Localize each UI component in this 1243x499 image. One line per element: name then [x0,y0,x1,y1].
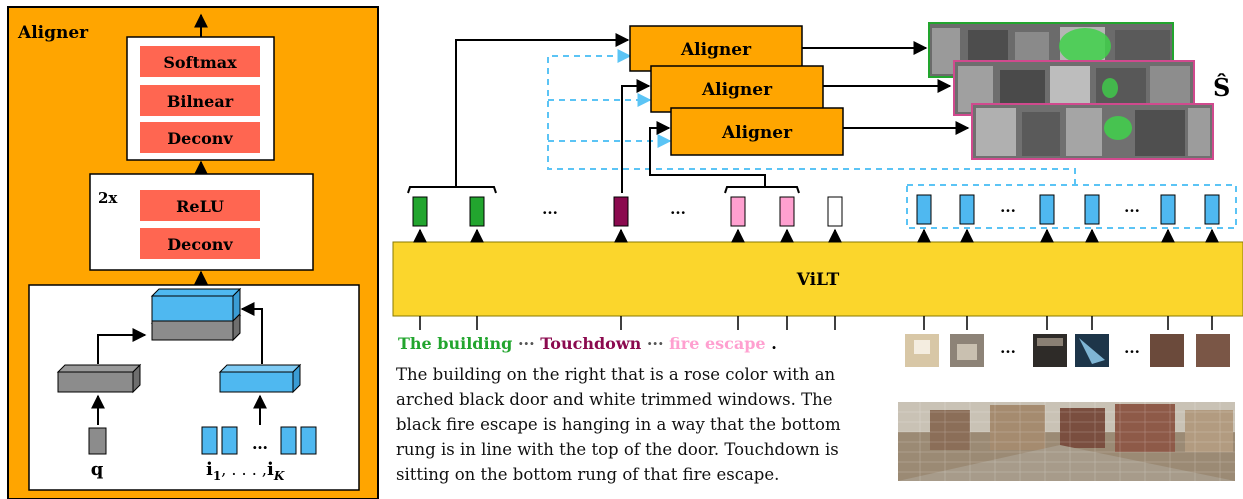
token-building-1 [412,196,428,227]
aligner-panel-title: Aligner [17,23,89,43]
deconv-layer-mid [140,228,260,259]
fused-feature-block [150,287,242,342]
caption-line: arched black door and white trimmed wind… [396,390,833,409]
ellipsis-4: ··· [1124,202,1140,220]
token-fire-escape-1 [730,196,746,227]
vilt-encoder [392,241,1243,317]
softmax-label: Softmax [163,53,237,72]
caption-line: black fire escape is hanging in a way th… [396,415,841,434]
deconv-label-mid: Deconv [167,235,233,254]
vilt-output-arrows [413,228,1219,243]
word-fire-escape: fire escape [669,334,765,353]
query-feature-block [56,363,142,394]
aligner-label-2: Aligner [701,80,773,100]
text-token-line: The building ··· Touchdown ··· fire esca… [398,334,777,353]
image-patches: ··· ··· [905,334,1230,367]
vilt-input-ticks [419,316,1213,330]
deconv-label-top: Deconv [167,129,233,148]
token-building-2 [469,196,485,227]
aligner-detail-panel: Aligner Softmax Bilnear Deconv 2x ReLU D… [7,6,379,499]
caption-line: The building on the right that is a rose… [396,365,836,384]
relu-layer [140,190,260,221]
token-touchdown [613,196,629,227]
image-to-fused-arrow [240,302,263,364]
aligner-label-3: Aligner [721,123,793,143]
output-heatmap-3 [971,103,1214,160]
q-label: q [91,459,104,480]
bilinear-label: Bilnear [167,92,234,111]
ellipsis-3: ··· [1000,202,1016,220]
image-features-to-aligner-1 [547,49,1076,185]
building-to-aligner-arrow [455,33,630,187]
ellipsis-1: ··· [542,204,558,222]
touchdown-to-aligner-arrow [621,79,651,193]
output-heatmap-1 [928,22,1174,78]
image-output-token [916,194,932,225]
bracket-building [407,186,497,194]
deconv-layer-top [140,122,260,153]
image-features-label: i1, . . . ,iK [206,459,285,483]
ellipsis-5: ··· [1000,343,1016,361]
caption-line: sitting on the bottom rung of that fire … [396,465,780,484]
aligner-box-1 [629,25,803,72]
word-building: The building [398,334,512,353]
word-touchdown: Touchdown [540,334,641,353]
image-output-group [906,184,1237,229]
image-token [280,426,297,455]
image-output-token [1039,194,1055,225]
input-panorama [898,402,1235,481]
image-token-ellipsis: … [252,434,268,453]
image-output-token [1204,194,1220,225]
token-fire-escape-2 [779,196,795,227]
image-output-token [1160,194,1176,225]
description-caption: The building on the right that is a rose… [396,362,896,487]
bilinear-layer [140,85,260,116]
caption-line: rung is in line with the top of the door… [396,440,839,459]
fire-escape-to-aligner-arrow [649,121,766,187]
aligner-box-3 [670,107,844,156]
vilt-label: ViLT [796,270,840,290]
aligner-label-1: Aligner [680,40,752,60]
query-to-fused-arrow [97,328,147,364]
image-token [221,426,238,455]
image-output-token [1084,194,1100,225]
image-token [300,426,317,455]
repeat-label: 2x [98,189,118,207]
relu-label: ReLU [176,197,224,216]
q-token [88,427,107,455]
image-token [201,426,218,455]
word-period: . [771,334,777,353]
softmax-layer [140,46,260,77]
aligner-box-2 [650,65,824,113]
output-s-hat-label: Ŝ [1213,73,1230,102]
token-period [827,196,843,227]
image-output-token [959,194,975,225]
image-feature-block [218,363,302,394]
ellipsis-2: ··· [670,204,686,222]
ellipsis-6: ··· [1124,343,1140,361]
bracket-fire-escape [724,186,800,194]
